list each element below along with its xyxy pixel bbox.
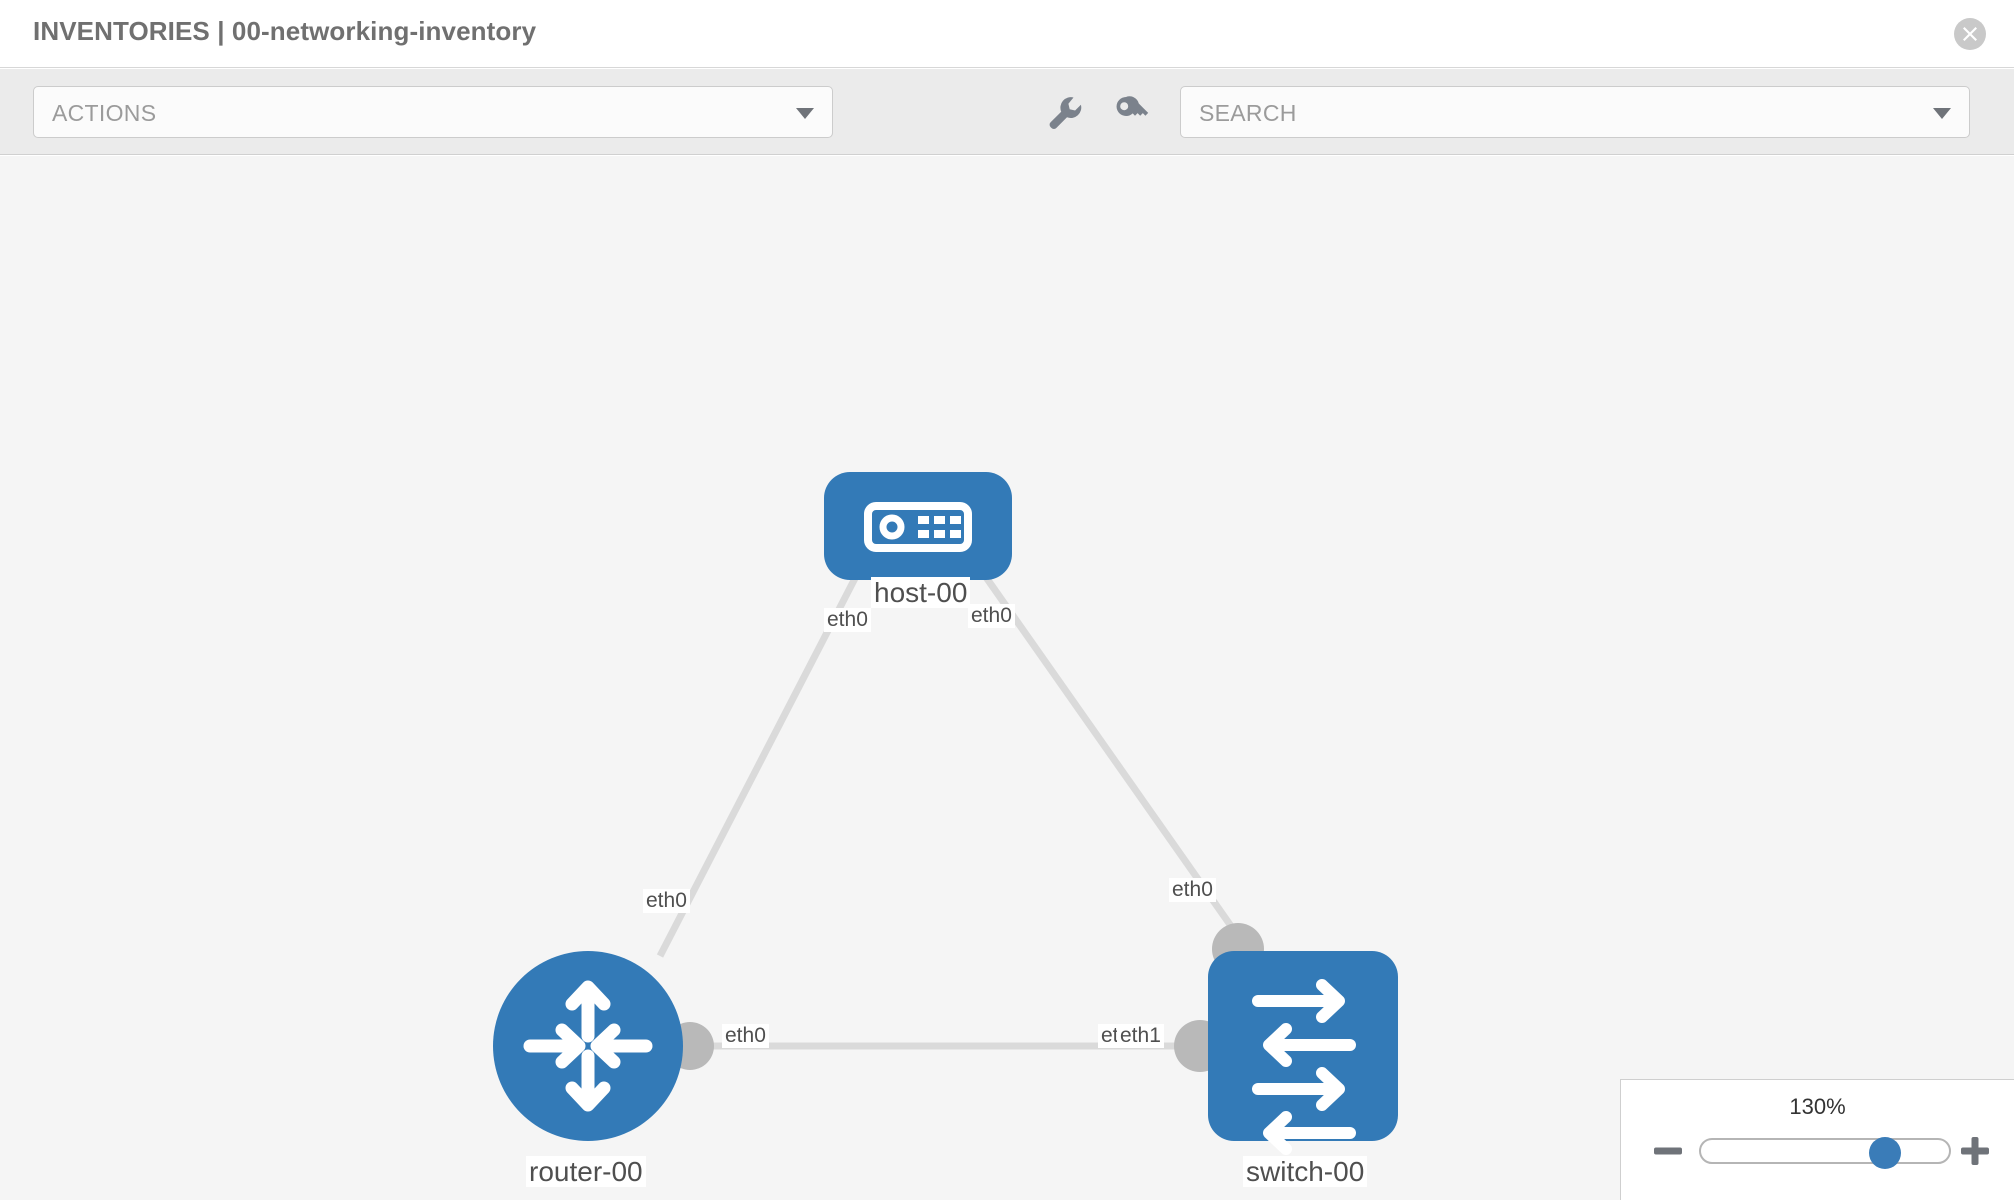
toolbar: ACTIONS SEARCH: [0, 69, 2014, 155]
port-label-switch00-uplink: eth0: [1169, 878, 1216, 903]
topology-canvas[interactable]: host-00 router-00 switch-00 eth0 eth0 et…: [0, 156, 2014, 1200]
port-label-router00-uplink: eth0: [643, 889, 690, 914]
zoom-control: 130%: [1620, 1079, 2014, 1200]
actions-dropdown-label: ACTIONS: [52, 100, 157, 126]
link-router00-host00: [656, 524, 886, 958]
node-host-00[interactable]: [824, 472, 1012, 580]
topology-graph: [493, 472, 1398, 1155]
port-label-host00-left: eth0: [824, 608, 871, 633]
node-label-router-00: router-00: [526, 1156, 646, 1188]
node-label-host-00: host-00: [871, 577, 971, 609]
node-label-switch-00: switch-00: [1243, 1156, 1368, 1188]
link-host00-switch00: [947, 523, 1248, 949]
page-header: INVENTORIES | 00-networking-inventory: [0, 0, 2014, 68]
zoom-slider-thumb[interactable]: [1869, 1137, 1901, 1169]
server-icon: [864, 502, 972, 552]
switch-arrows-icon: [1252, 979, 1356, 1155]
minus-icon[interactable]: [1651, 1134, 1685, 1168]
page-title: INVENTORIES | 00-networking-inventory: [33, 16, 537, 46]
key-icon[interactable]: [1108, 89, 1154, 135]
node-router-00[interactable]: [493, 951, 683, 1141]
chevron-down-icon: [1933, 108, 1951, 119]
port-label-switch00-eth1: eth1: [1117, 1024, 1164, 1049]
port-label-router00-eth0: eth0: [722, 1024, 769, 1049]
close-icon[interactable]: [1954, 18, 1986, 50]
router-arrows-icon: [523, 980, 653, 1112]
chevron-down-icon: [796, 108, 814, 119]
actions-dropdown[interactable]: ACTIONS: [33, 86, 833, 138]
plus-icon[interactable]: [1958, 1134, 1992, 1168]
search-input[interactable]: SEARCH: [1180, 86, 1970, 138]
port-label-host00-right: eth0: [968, 604, 1015, 629]
zoom-slider-row: [1621, 1132, 2014, 1172]
zoom-slider-track[interactable]: [1699, 1137, 1951, 1169]
zoom-percent-label: 130%: [1789, 1094, 1846, 1119]
wrench-icon[interactable]: [1040, 89, 1086, 135]
search-placeholder: SEARCH: [1199, 100, 1297, 126]
node-switch-00[interactable]: [1208, 951, 1398, 1155]
